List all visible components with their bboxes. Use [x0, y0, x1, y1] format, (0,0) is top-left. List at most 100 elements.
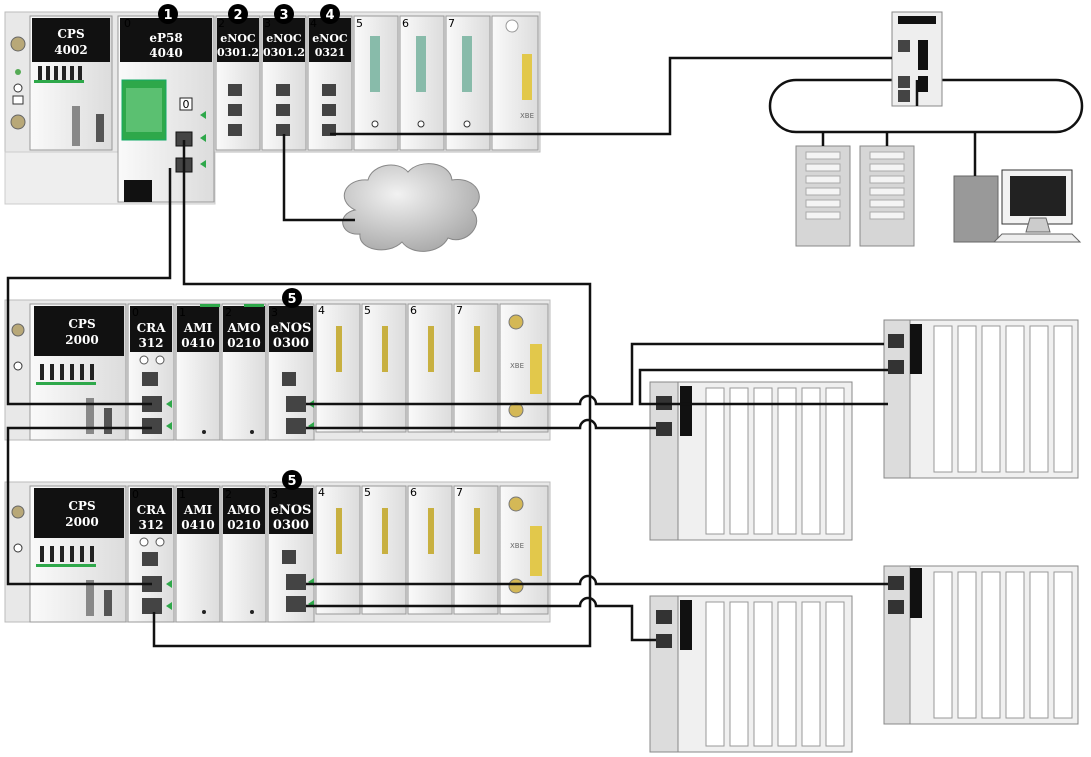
cpu-slot-number: 0 — [124, 17, 131, 30]
cpu-port-label: 0 — [183, 98, 190, 111]
svg-text:0410: 0410 — [181, 518, 214, 532]
svg-text:3: 3 — [271, 306, 278, 319]
remote-rack-2: CPS 2000 0 CRA 312 1 AMI 0 — [4, 470, 551, 623]
remote-1-end-plate: XBE — [499, 303, 549, 433]
svg-text:CRA: CRA — [137, 321, 167, 335]
remote-1-empty-slot-4: 4 — [315, 303, 361, 433]
svg-text:4: 4 — [310, 17, 317, 30]
workstation-computer — [953, 169, 1082, 243]
cpu-label-2: 4040 — [149, 46, 182, 60]
remote-1-empty-slot-7: 7 — [453, 303, 499, 433]
remote-2-ami-module: 1 AMI 0410 — [175, 485, 221, 623]
svg-text:312: 312 — [138, 518, 163, 532]
remote-1-enos-module: 3 eNOS 0300 — [267, 303, 315, 441]
io-drop-bottom — [649, 595, 853, 753]
svg-text:3: 3 — [271, 488, 278, 501]
main-power-label-2: 4002 — [54, 43, 87, 57]
svg-text:CRA: CRA — [137, 503, 167, 517]
svg-text:0301.2: 0301.2 — [263, 46, 305, 59]
svg-text:6: 6 — [410, 486, 417, 499]
svg-text:0301.2: 0301.2 — [217, 46, 259, 59]
main-power-supply: CPS 4002 — [10, 15, 113, 151]
remote-2-power-supply: CPS 2000 — [11, 485, 127, 623]
svg-text:eNOS: eNOS — [271, 503, 312, 518]
callout-5-rack-2: 5 — [282, 470, 302, 490]
remote-2-empty-slot-6: 6 — [407, 485, 453, 615]
svg-text:eNOS: eNOS — [271, 321, 312, 336]
remote-1-amo-module: 2 AMO 0210 — [221, 303, 267, 441]
svg-text:0210: 0210 — [227, 336, 260, 350]
svg-text:3: 3 — [264, 17, 271, 30]
main-enoc-module-2: 2 eNOC 0301.2 — [215, 15, 261, 151]
remote-rack-1: CPS 2000 0 CRA 312 1 AMI 0 — [4, 288, 551, 441]
io-drop-lower-right — [883, 565, 1079, 725]
svg-text:5: 5 — [287, 292, 296, 307]
svg-text:AMO: AMO — [226, 503, 260, 517]
svg-text:0: 0 — [132, 306, 139, 319]
svg-text:CPS: CPS — [68, 317, 95, 331]
svg-text:4: 4 — [318, 486, 325, 499]
svg-text:eNOC: eNOC — [266, 32, 302, 45]
svg-text:5: 5 — [364, 486, 371, 499]
main-enoc-module-4: 4 eNOC 0321 — [307, 15, 353, 151]
svg-text:2000: 2000 — [65, 515, 98, 529]
scada-network — [330, 11, 1084, 247]
callout-3: 3 — [274, 4, 294, 24]
remote-2-empty-slot-4: 4 — [315, 485, 361, 615]
svg-text:AMI: AMI — [183, 321, 213, 335]
svg-text:5: 5 — [364, 304, 371, 317]
main-cpu-module: 0 eP58 4040 0 — [117, 15, 215, 203]
svg-text:7: 7 — [448, 17, 455, 30]
main-rack-end-plate: XBE — [491, 15, 539, 151]
svg-text:6: 6 — [402, 17, 409, 30]
main-empty-slot-5: 5 — [353, 15, 399, 151]
svg-text:eNOC: eNOC — [220, 32, 256, 45]
svg-text:0210: 0210 — [227, 518, 260, 532]
svg-text:0: 0 — [132, 488, 139, 501]
io-drop-middle — [649, 381, 853, 541]
main-empty-slot-7: 7 — [445, 15, 491, 151]
remote-1-empty-slot-6: 6 — [407, 303, 453, 433]
svg-text:312: 312 — [138, 336, 163, 350]
svg-text:0300: 0300 — [273, 336, 309, 351]
svg-text:1: 1 — [163, 8, 172, 23]
callout-4: 4 — [320, 4, 340, 24]
remote-1-ami-module: 1 AMI 0410 — [175, 303, 221, 441]
svg-text:2: 2 — [225, 306, 232, 319]
main-enoc-module-3: 3 eNOC 0301.2 — [261, 15, 307, 151]
svg-text:5: 5 — [356, 17, 363, 30]
main-empty-slot-6: 6 — [399, 15, 445, 151]
svg-text:2000: 2000 — [65, 333, 98, 347]
remote-1-power-supply: CPS 2000 — [11, 303, 127, 441]
remote-2-enos-module: 3 eNOS 0300 — [267, 485, 315, 623]
remote-2-amo-module: 2 AMO 0210 — [221, 485, 267, 623]
svg-text:2: 2 — [218, 17, 225, 30]
svg-text:AMI: AMI — [183, 503, 213, 517]
network-cloud — [282, 134, 480, 252]
svg-text:0321: 0321 — [315, 46, 346, 59]
cpu-label-1: eP58 — [149, 31, 182, 45]
remote-2-empty-slot-7: 7 — [453, 485, 499, 615]
server-1 — [795, 145, 851, 247]
io-drop-upper-right — [883, 319, 1079, 479]
remote-1-cra-module: 0 CRA 312 — [127, 303, 175, 441]
svg-text:3: 3 — [279, 8, 288, 23]
main-xbe-label: XBE — [520, 112, 534, 120]
svg-text:1: 1 — [179, 488, 186, 501]
svg-text:AMO: AMO — [226, 321, 260, 335]
svg-text:5: 5 — [287, 474, 296, 489]
svg-text:XBE: XBE — [510, 542, 524, 550]
svg-text:6: 6 — [410, 304, 417, 317]
svg-text:2: 2 — [225, 488, 232, 501]
svg-text:XBE: XBE — [510, 362, 524, 370]
callout-2: 2 — [228, 4, 248, 24]
svg-text:7: 7 — [456, 486, 463, 499]
svg-text:2: 2 — [233, 8, 242, 23]
svg-text:4: 4 — [325, 8, 334, 23]
remote-2-end-plate: XBE — [499, 485, 549, 615]
main-power-label-1: CPS — [57, 27, 84, 41]
remote-1-empty-slot-5: 5 — [361, 303, 407, 433]
callout-5-rack-1: 5 — [282, 288, 302, 308]
server-2 — [859, 145, 915, 247]
